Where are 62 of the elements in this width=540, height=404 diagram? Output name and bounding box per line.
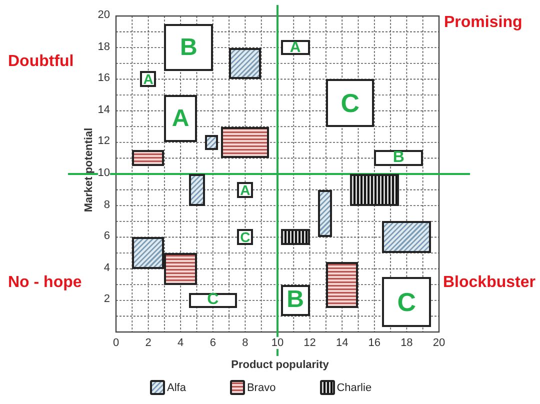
product-box — [188, 292, 238, 308]
axis-title: Market potential — [83, 128, 95, 212]
box-letter: A — [290, 40, 301, 56]
box-letter: C — [240, 230, 250, 244]
product-box — [140, 71, 156, 88]
box-letter: C — [340, 90, 360, 116]
tick-label: 2 — [145, 337, 152, 349]
tick-label: 16 — [368, 337, 381, 349]
box-letter: B — [180, 36, 198, 60]
tick-label: 20 — [432, 337, 446, 349]
box-letter: B — [286, 288, 304, 312]
product-box — [326, 79, 374, 127]
product-box — [237, 229, 254, 246]
tick-label: 16 — [98, 72, 110, 84]
axis-title: Product popularity — [231, 359, 329, 371]
quadrant-label: No - hope — [8, 274, 82, 292]
product-box — [280, 284, 310, 316]
box-letter: A — [172, 106, 190, 131]
box-letter: C — [207, 292, 219, 308]
box-letter: A — [143, 72, 154, 86]
tick-label: 8 — [242, 337, 248, 349]
hatched-product-box — [326, 262, 358, 308]
legend-label: Alfa — [167, 382, 186, 394]
tick-label: 14 — [98, 104, 110, 116]
hatched-product-box — [229, 48, 262, 80]
product-box — [237, 182, 254, 198]
tick-label: 14 — [336, 337, 348, 349]
quadrant-label: Doubtful — [8, 53, 74, 71]
tick-label: 4 — [178, 337, 184, 349]
tick-label: 6 — [104, 230, 110, 242]
legend-label: Charlie — [336, 382, 372, 394]
hatched-product-box — [220, 126, 270, 158]
hatched-product-box — [318, 190, 332, 238]
hatched-product-box — [132, 150, 164, 166]
quadrant-label: Blockbuster — [443, 274, 536, 292]
tick-label: 12 — [304, 337, 316, 349]
tick-label: 8 — [104, 198, 110, 211]
box-letter: C — [397, 288, 416, 315]
tick-label: 10 — [271, 337, 284, 349]
product-box — [382, 276, 431, 328]
product-box — [280, 40, 310, 56]
hatched-product-box — [164, 253, 197, 285]
tick-label: 4 — [104, 262, 110, 274]
quadrant-label: Promising — [444, 14, 522, 32]
tick-label: 18 — [400, 337, 413, 349]
tick-label: 20 — [98, 9, 110, 21]
product-box — [164, 95, 197, 142]
product-box — [374, 150, 423, 166]
legend-label: Bravo — [246, 382, 276, 394]
hatched-product-box — [204, 134, 218, 150]
tick-label: 6 — [210, 337, 216, 349]
product-box — [164, 24, 213, 72]
hatched-product-box — [350, 174, 399, 206]
tick-label: 0 — [112, 337, 120, 349]
box-letter: A — [240, 182, 250, 197]
tick-label: 10 — [98, 167, 110, 179]
hatched-product-box — [188, 174, 205, 206]
hatched-product-box — [132, 237, 164, 269]
hatched-product-box — [382, 221, 431, 253]
box-letter: B — [392, 150, 404, 166]
tick-label: 18 — [98, 40, 110, 53]
hatched-product-box — [280, 229, 310, 246]
